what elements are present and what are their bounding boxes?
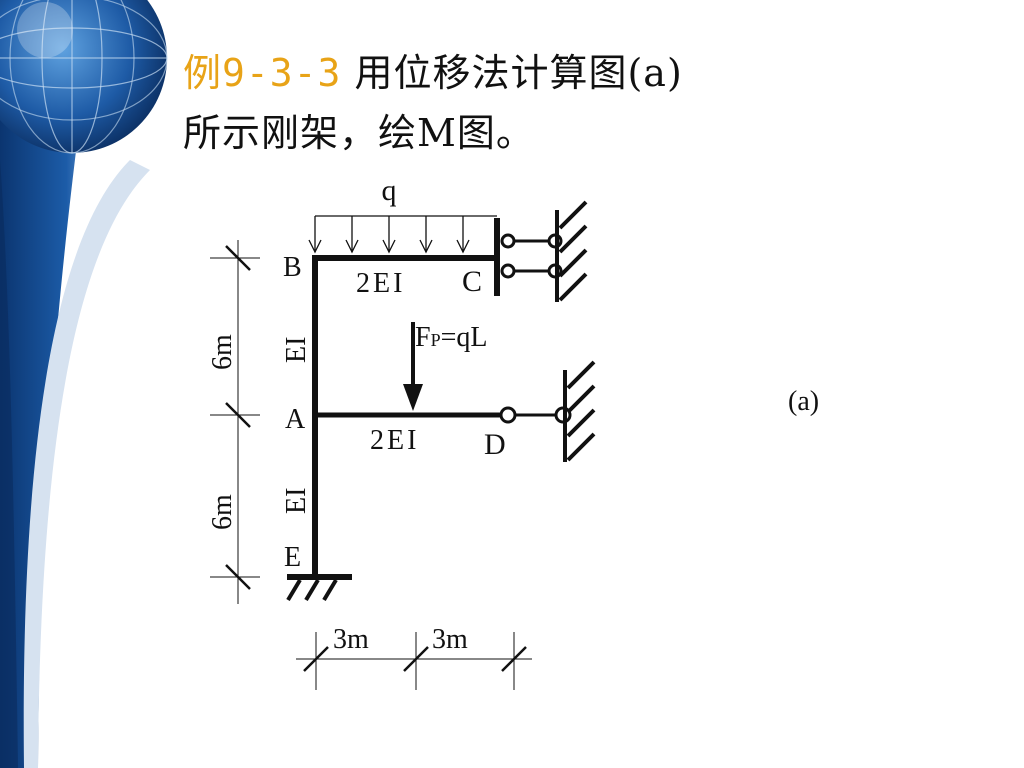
load-q-label: q [382, 174, 397, 207]
stiffness-BC: 2EI [356, 268, 405, 299]
figure-label: (a) [788, 386, 819, 417]
title-line-1: 例9-3-3 用位移法计算图(a) [183, 42, 683, 97]
force-sub: P [431, 330, 441, 350]
example-number: 例9-3-3 [183, 51, 342, 95]
distributed-load-q [308, 215, 497, 254]
title-text-1: 用位移法计算图(a) [341, 51, 683, 95]
hinge-C-upper [500, 233, 516, 249]
stiffness-upper-column: EI [281, 337, 312, 363]
dimension-lower: 6m [207, 494, 238, 530]
wall-D-hatch [566, 360, 596, 462]
stiffness-AD: 2EI [370, 425, 419, 456]
dimension-horizontal [296, 632, 532, 690]
point-load-label: FP=qL [415, 322, 488, 353]
hinge-D [499, 406, 517, 424]
label-C: C [462, 265, 482, 298]
globe-icon [0, 0, 168, 154]
point-load-arrowhead [403, 384, 423, 411]
label-A: A [285, 404, 306, 435]
label-B: B [283, 252, 302, 283]
dimension-left-span: 3m [333, 624, 369, 655]
label-E: E [284, 542, 301, 573]
force-main: F [415, 322, 431, 353]
fixed-support-hatch [286, 578, 338, 602]
force-rest: =qL [441, 322, 488, 353]
dimension-upper: 6m [207, 334, 238, 370]
dimension-vertical [210, 240, 260, 604]
wall-C-hatch [558, 200, 588, 302]
label-D: D [484, 428, 506, 461]
stiffness-lower-column: EI [281, 488, 312, 514]
title-line-2: 所示刚架，绘M图。 [183, 111, 535, 155]
dimension-right-span: 3m [432, 624, 468, 655]
hinge-C-lower [500, 263, 516, 279]
